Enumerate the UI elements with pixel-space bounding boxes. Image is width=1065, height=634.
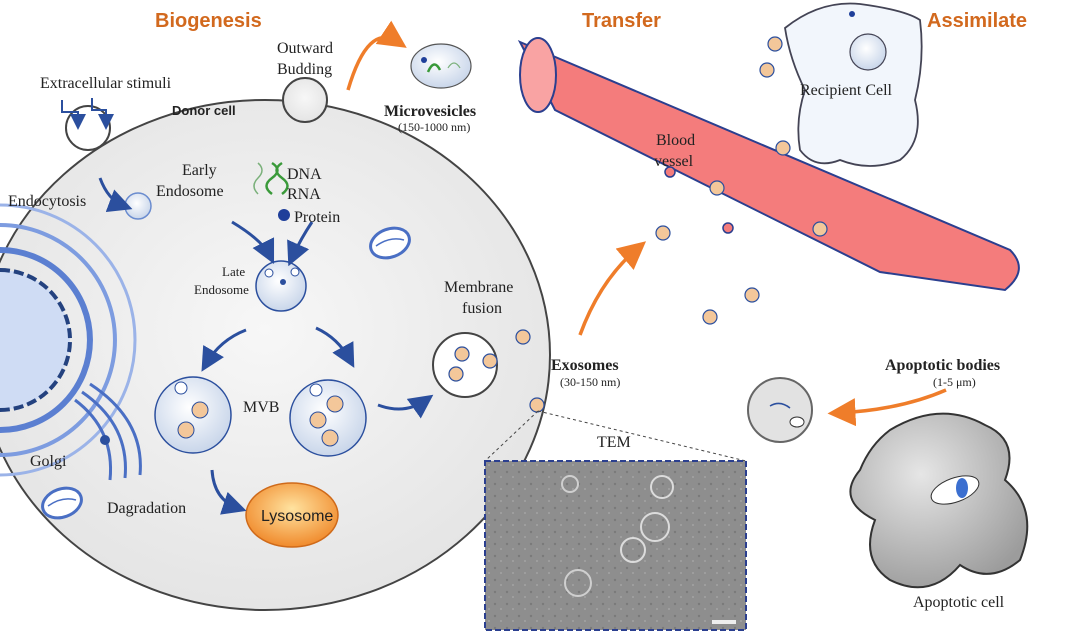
label-early-1: Early [182, 162, 217, 179]
label-membrane-1: Membrane [444, 279, 513, 296]
label-exosomes-size: (30-150 nm) [560, 375, 620, 389]
header-assimilate: Assimilate [927, 10, 1027, 32]
label-membrane-2: fusion [462, 300, 502, 317]
label-rna: RNA [287, 186, 321, 203]
label-mvb: MVB [243, 399, 279, 416]
circulating-exosomes [655, 36, 828, 325]
donor-cell [0, 77, 551, 611]
label-endocytosis: Endocytosis [8, 193, 86, 210]
mitochondrion-icon [41, 486, 83, 520]
label-lysosome: Lysosome [261, 508, 333, 525]
label-microvesicles-size: (150-1000 nm) [398, 120, 470, 134]
label-golgi: Golgi [30, 453, 67, 470]
process-arrows [98, 177, 434, 515]
label-blood-1: Blood [656, 132, 695, 149]
label-microvesicles: Microvesicles [384, 103, 476, 120]
label-early-2: Endosome [156, 183, 224, 200]
golgi [74, 382, 142, 481]
late-endosome [255, 260, 307, 312]
lysosome [245, 482, 339, 548]
label-protein: Protein [294, 209, 340, 226]
microvesicle [410, 43, 472, 89]
label-dagradation: Dagradation [107, 500, 186, 517]
rna-icon [253, 162, 263, 195]
apoptotic-cell [849, 412, 1029, 589]
label-apoptotic-bodies-size: (1-5 μm) [933, 375, 976, 389]
nucleus [0, 203, 137, 477]
label-late-2: Endosome [194, 282, 249, 297]
early-endosome [124, 192, 152, 220]
label-donor-cell: Donor cell [172, 103, 236, 118]
mitochondrion-icon [369, 226, 411, 260]
tem-panel [484, 410, 747, 631]
apoptotic-body [747, 377, 813, 443]
label-apoptotic-cell: Apoptotic cell [913, 594, 1005, 611]
label-tem: TEM [597, 434, 631, 451]
recipient-cell [784, 2, 923, 167]
label-dna: DNA [287, 166, 322, 183]
mvb-right [289, 379, 367, 457]
transport-arrows [346, 20, 947, 427]
mvb-left [154, 376, 232, 454]
label-late-1: Late [222, 264, 245, 279]
label-recipient-cell: Recipient Cell [800, 82, 893, 99]
dna-icon [265, 161, 289, 196]
label-apoptotic-bodies: Apoptotic bodies [885, 357, 1000, 374]
header-transfer: Transfer [582, 10, 661, 32]
label-outward-1: Outward [277, 40, 333, 57]
label-exosomes: Exosomes [551, 357, 619, 374]
label-blood-2: vessel [654, 153, 694, 170]
stimuli-arrows-icon [61, 98, 114, 130]
label-extracellular-stimuli: Extracellular stimuli [40, 75, 172, 92]
label-outward-2: Budding [277, 61, 332, 78]
fusion-exosomes [448, 329, 545, 413]
blood-vessel [517, 37, 1020, 292]
header-biogenesis: Biogenesis [155, 10, 262, 32]
protein-icon [278, 209, 290, 221]
